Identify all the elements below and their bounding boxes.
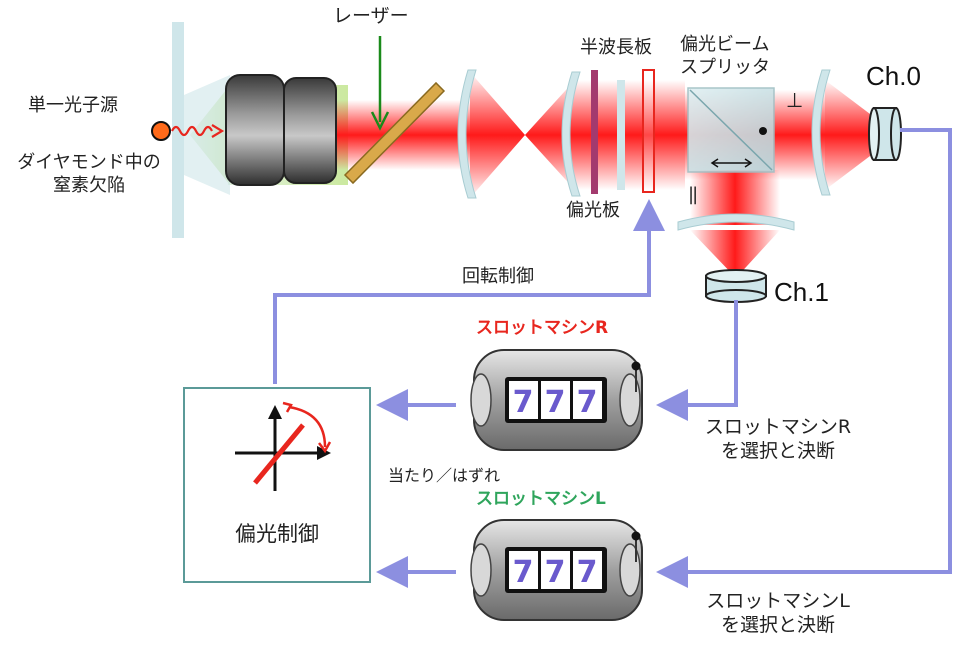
diamond-plate bbox=[172, 22, 184, 238]
select-l-label-line2: を選択と決断 bbox=[720, 613, 835, 636]
rotation-control-label: 回転制御 bbox=[462, 266, 534, 287]
reel-l-1: 7 bbox=[513, 555, 534, 590]
objective-lens-icon bbox=[225, 74, 337, 186]
select-l-label-line1: スロットマシンL bbox=[706, 590, 850, 612]
detector-ch0-icon bbox=[868, 107, 902, 161]
polarization-axes-icon bbox=[235, 401, 332, 491]
select-r-label-line2: を選択と決断 bbox=[720, 439, 835, 462]
slot-machine-r-icon bbox=[470, 349, 643, 451]
single-photon-source-label: 単一光子源 bbox=[28, 95, 118, 116]
ch0-label: Ch.0 bbox=[866, 61, 921, 91]
slot-machine-l-icon bbox=[470, 519, 643, 621]
pbs-label-line2: スプリッタ bbox=[680, 56, 770, 78]
slot-machine-l-title: スロットマシンL bbox=[476, 489, 606, 509]
slot-machine-r-title: スロットマシンR bbox=[476, 318, 609, 338]
lens-ch0 bbox=[811, 69, 831, 196]
polarizer-plate bbox=[591, 70, 598, 194]
lens-ch1 bbox=[677, 213, 795, 231]
polarization-control-label: 偏光制御 bbox=[235, 522, 319, 546]
select-r-label: スロットマシンR を選択と決断 bbox=[678, 416, 878, 464]
nv-center-dot bbox=[151, 121, 171, 141]
dichroic-mirror bbox=[343, 81, 446, 185]
detector-ch1-icon bbox=[705, 269, 767, 303]
laser-label: レーザー bbox=[333, 5, 409, 27]
pbs-label-line1: 偏光ビーム bbox=[680, 34, 770, 55]
half-wave-plate bbox=[642, 69, 655, 193]
polarizing-beam-splitter bbox=[687, 87, 775, 173]
nv-center-label-line2: 窒素欠陥 bbox=[53, 174, 125, 196]
select-l-label: スロットマシンL を選択と決断 bbox=[678, 590, 878, 638]
win-lose-label: 当たり／はずれ bbox=[388, 466, 501, 485]
half-wave-plate-label: 半波長板 bbox=[580, 37, 652, 58]
reel-r-2: 7 bbox=[545, 385, 566, 420]
feedback-lines bbox=[273, 128, 952, 588]
polarizer-label: 偏光板 bbox=[566, 200, 620, 221]
select-r-label-line1: スロットマシンR bbox=[704, 416, 852, 438]
reel-r-3: 7 bbox=[577, 385, 598, 420]
lens-1 bbox=[457, 69, 477, 199]
plate-2 bbox=[617, 80, 625, 190]
perpendicular-symbol: ⊥ bbox=[786, 88, 804, 112]
ch1-label: Ch.1 bbox=[774, 277, 829, 307]
pbs-label: 偏光ビーム スプリッタ bbox=[680, 34, 770, 79]
nv-center-label: ダイヤモンド中の 窒素欠陥 bbox=[4, 152, 174, 197]
reel-l-3: 7 bbox=[577, 555, 598, 590]
polarization-control-box: 偏光制御 bbox=[183, 387, 371, 583]
reel-r-1: 7 bbox=[513, 385, 534, 420]
photon-wave-icon bbox=[171, 125, 213, 137]
reel-l-2: 7 bbox=[545, 555, 566, 590]
parallel-symbol: || bbox=[688, 184, 698, 205]
nv-center-label-line1: ダイヤモンド中の bbox=[17, 152, 161, 173]
lens-2 bbox=[561, 71, 581, 197]
